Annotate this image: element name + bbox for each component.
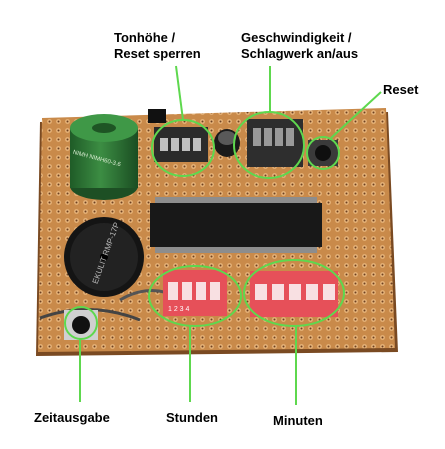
microcontroller-chip <box>150 197 322 253</box>
leader-reset <box>330 91 382 139</box>
reset-pushbutton <box>308 140 338 166</box>
leader-tonhoehe <box>175 65 184 121</box>
battery-pack: NIMH NIMH60-3.6 <box>70 114 138 200</box>
dip-switch-tonhoehe <box>154 127 208 162</box>
highlight-overlay <box>64 65 382 405</box>
highlight-minuten <box>243 259 345 327</box>
label-zeitausgabe: Zeitausgabe <box>34 410 110 425</box>
dip-switch-stunden: 1 2 3 4 <box>163 270 227 316</box>
label-geschw-line1: Geschwindigkeit / <box>241 30 352 45</box>
jumper <box>148 109 166 123</box>
dip-stunden-numbers: 1 2 3 4 <box>168 306 190 313</box>
dip-switch-minuten <box>250 271 338 317</box>
dip-switch-geschwindigkeit <box>247 119 303 167</box>
label-stunden: Stunden <box>166 410 218 425</box>
label-tonhoehe: Tonhöhe / Reset sperren <box>114 30 201 62</box>
label-tonhoehe-line2: Reset sperren <box>114 46 201 61</box>
highlight-stunden <box>148 265 242 327</box>
label-geschwindigkeit: Geschwindigkeit / Schlagwerk an/aus <box>241 30 358 62</box>
zeitausgabe-pushbutton <box>64 310 98 340</box>
label-reset: Reset <box>383 82 419 97</box>
label-geschw-line2: Schlagwerk an/aus <box>241 46 359 61</box>
buzzer: EKULIT RMP-17P <box>64 217 144 297</box>
highlight-reset <box>306 136 340 170</box>
label-minuten: Minuten <box>273 413 323 428</box>
label-tonhoehe-line1: Tonhöhe / <box>114 30 176 45</box>
